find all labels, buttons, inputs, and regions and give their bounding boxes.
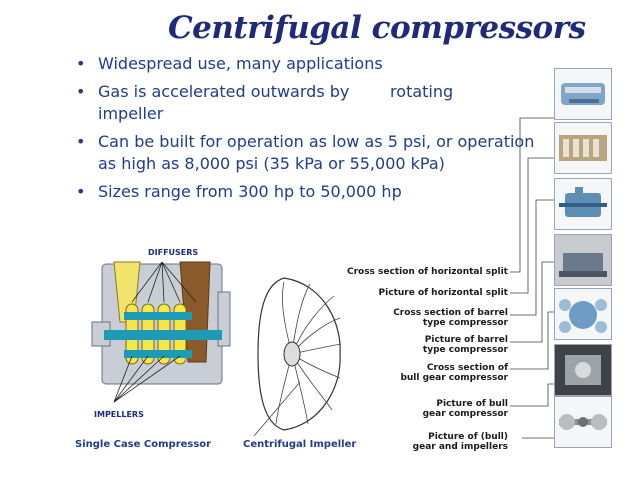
bullet-item: Widespread use, many applications <box>76 53 546 75</box>
bullet-item: Gas is accelerated outwards by rotating … <box>76 81 458 125</box>
bullet-list: Widespread use, many applications Gas is… <box>76 53 546 209</box>
caption-picture-bull-gear: Picture of bull gear compressor <box>422 399 508 419</box>
slide-title: Centrifugal compressors <box>168 10 586 46</box>
single-case-caption: Single Case Compressor <box>75 439 212 450</box>
caption-cross-section-bull-gear: Cross section of bull gear compressor <box>400 363 508 383</box>
caption-picture-barrel: Picture of barrel type compressor <box>422 335 508 355</box>
bullet-item: Sizes range from 300 hp to 50,000 hp <box>76 181 546 203</box>
single-case-compressor-diagram <box>91 261 231 403</box>
diffusers-label: DIFFUSERS <box>148 248 199 257</box>
impellers-label: IMPELLERS <box>94 410 144 419</box>
centrifugal-impeller-caption: Centrifugal Impeller <box>243 439 357 450</box>
gear-and-impellers-picture-image <box>554 396 612 448</box>
bull-gear-picture-image <box>554 344 612 396</box>
bullet-item: Can be built for operation as low as 5 p… <box>76 131 553 175</box>
horizontal-split-cross-section-image <box>554 68 612 120</box>
caption-cross-section-barrel: Cross section of barrel type compressor <box>393 308 508 328</box>
barrel-compressor-picture-image <box>554 234 612 286</box>
bull-gear-cross-section-image <box>554 288 612 340</box>
horizontal-split-picture-image <box>554 122 612 174</box>
centrifugal-impeller-drawing <box>257 277 342 431</box>
caption-picture-horizontal-split: Picture of horizontal split <box>378 288 508 298</box>
caption-cross-section-horizontal-split: Cross section of horizontal split <box>346 267 508 277</box>
caption-picture-gear-impellers: Picture of (bull) gear and impellers <box>412 432 508 452</box>
barrel-compressor-cross-section-image <box>554 178 612 230</box>
